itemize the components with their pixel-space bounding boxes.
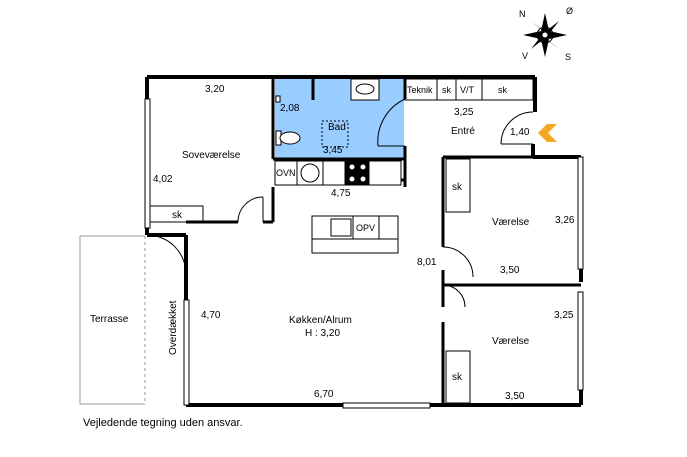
entry-closets: [404, 78, 534, 101]
closet-teknik: Teknik: [407, 85, 433, 95]
windows: [144, 98, 584, 409]
bedroom-closet-label: sk: [172, 210, 183, 221]
bathroom-fixtures: [275, 78, 380, 148]
dishwasher-label: OPV: [356, 223, 375, 233]
v1-name: Værelse: [492, 217, 530, 228]
entre-hall-width: 1,40: [510, 127, 530, 138]
oven-label: OVN: [276, 168, 296, 178]
kitchen-width: 6,70: [314, 389, 334, 400]
compass-north: N: [519, 9, 526, 19]
kitchen-depth: 4,70: [201, 310, 221, 321]
v2-closet-label: sk: [452, 372, 463, 383]
covered-name: Overdækket: [168, 300, 179, 355]
bedroom-depth: 4,02: [153, 174, 173, 185]
closet-sk-2: sk: [498, 85, 508, 95]
entre-width: 3,25: [454, 107, 474, 118]
compass-east: Ø: [566, 6, 573, 16]
terrace: [79, 235, 146, 405]
kitchen-island: [311, 215, 399, 254]
kitchen-height: H : 3,20: [305, 328, 340, 339]
v2-width: 3,50: [505, 391, 525, 402]
bathroom-floor: [275, 79, 404, 158]
closet-vt: V/T: [460, 85, 475, 95]
vaerelse2-closet: [445, 350, 471, 404]
compass-south: S: [565, 52, 571, 62]
kitchen-row: [274, 160, 402, 186]
door-swings: [146, 98, 534, 308]
kitchen-name: Køkken/Alrum: [289, 315, 352, 326]
v1-width: 3,50: [500, 265, 520, 276]
compass-rose-icon: [523, 13, 567, 57]
v1-depth: 3,26: [555, 215, 575, 226]
bath-depth: 3,45: [323, 145, 343, 156]
vaerelse1-closet: [445, 158, 471, 213]
v1-closet-label: sk: [452, 182, 463, 193]
disclaimer-caption: Vejledende tegning uden ansvar.: [83, 417, 243, 429]
bedroom-name: Soveværelse: [182, 150, 241, 161]
kitchen-side: 8,01: [417, 257, 437, 268]
bath-name: Bad: [328, 122, 346, 133]
terrace-name: Terrasse: [90, 314, 129, 325]
bedroom-width: 3,20: [205, 84, 225, 95]
entre-name: Entré: [451, 126, 475, 137]
kitchen-row-width: 4,75: [331, 188, 351, 199]
bath-width: 2,08: [280, 103, 300, 114]
entrance-arrow-icon: [538, 124, 557, 142]
v2-depth: 3,25: [554, 310, 574, 321]
closet-sk-1: sk: [442, 85, 452, 95]
compass-west: V: [522, 51, 528, 61]
v2-name: Værelse: [492, 336, 530, 347]
bedroom-closet: [149, 205, 204, 223]
